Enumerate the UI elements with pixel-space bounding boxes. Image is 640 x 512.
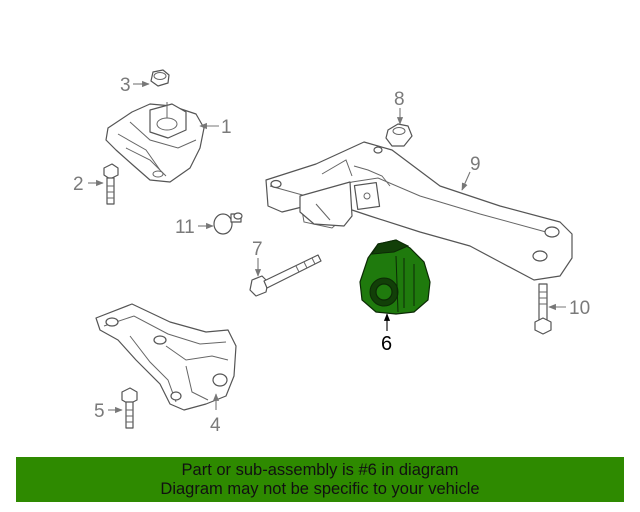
part-7-bolt	[249, 254, 322, 297]
part-11-stud	[213, 212, 243, 235]
callout-9: 9	[470, 154, 481, 175]
part-4-bracket	[95, 303, 237, 411]
part-10-bolt	[534, 283, 552, 335]
part-6-transmission-mount	[359, 239, 431, 315]
callout-11: 11	[175, 217, 195, 238]
callout-4: 4	[210, 415, 221, 436]
banner-line-1: Part or sub-assembly is #6 in diagram	[181, 461, 459, 479]
callout-10: 10	[569, 298, 590, 319]
leader-9	[461, 171, 471, 191]
callout-8: 8	[394, 89, 405, 110]
part-9-crossmember	[265, 141, 573, 281]
part-2-bolt	[103, 163, 119, 205]
callout-2: 2	[73, 174, 84, 195]
part-5-bolt	[121, 387, 138, 429]
callout-7: 7	[252, 239, 263, 260]
part-3-nut	[150, 69, 170, 87]
part-1-engine-mount	[105, 102, 205, 183]
banner-line-2: Diagram may not be specific to your vehi…	[160, 480, 480, 498]
part-8-bushing	[385, 123, 413, 147]
part-notice-banner: Part or sub-assembly is #6 in diagram Di…	[16, 457, 624, 502]
callout-5: 5	[94, 401, 105, 422]
parts-diagram: 3 1 2 11 8 9 7 6 10 4 5	[73, 69, 590, 436]
callout-6: 6	[381, 333, 392, 355]
callout-3: 3	[120, 75, 131, 96]
callout-1: 1	[221, 117, 232, 138]
